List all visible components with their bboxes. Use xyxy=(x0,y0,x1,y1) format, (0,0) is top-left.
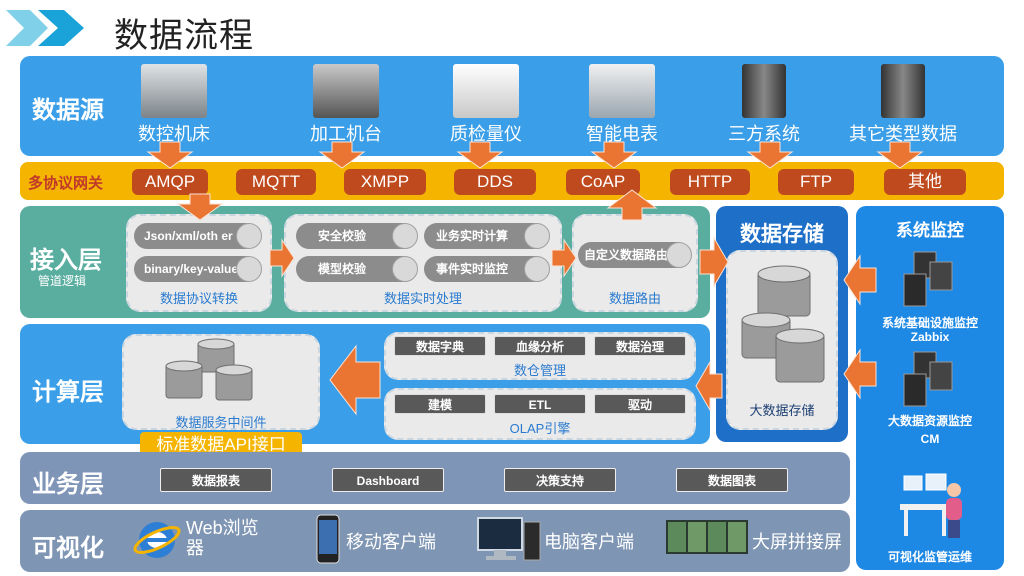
monitor-infra-tool: Zabbix xyxy=(910,330,950,344)
olap-caption: OLAP引擎 xyxy=(509,421,571,436)
access-layer-label: 接入层 xyxy=(30,247,102,274)
warehouse-governance: 数据治理 xyxy=(594,336,686,356)
protocol-xmpp: XMPP xyxy=(344,169,426,195)
source-layer-label: 数据源 xyxy=(32,97,104,124)
monitor-ops-label: 可视化监管运维 xyxy=(887,550,972,564)
source-other-label: 其它类型数据 xyxy=(849,124,957,144)
source-third-party: 三方系统 xyxy=(718,64,810,146)
server-rack-icon xyxy=(881,64,925,118)
machining-station-icon xyxy=(313,64,379,118)
business-chart: 数据图表 xyxy=(676,468,788,492)
protocol-amqp: AMQP xyxy=(132,169,208,195)
olap-driver: 驱动 xyxy=(594,394,686,414)
monitor-title: 系统监控 xyxy=(896,221,964,240)
convert-item-binary: binary/key-value xyxy=(134,256,262,282)
realtime-event-label: 事件实时监控 xyxy=(436,262,509,276)
title-chevron-icon xyxy=(6,10,84,46)
protocol-coap: CoAP xyxy=(566,169,640,195)
page-title: 数据流程 xyxy=(114,17,254,55)
source-third-party-label: 三方系统 xyxy=(728,124,800,144)
warehouse-caption: 数仓管理 xyxy=(513,363,566,378)
source-meter-label: 智能电表 xyxy=(586,124,658,144)
monitor-bigdata-label: 大数据资源监控 xyxy=(887,414,972,428)
monitor-bigdata-tool: CM xyxy=(920,432,940,446)
server-rack-icon xyxy=(742,64,786,118)
source-machining-label: 加工机台 xyxy=(310,124,382,144)
desktop-computer-icon xyxy=(477,517,541,561)
realtime-model-label: 模型校验 xyxy=(318,262,367,276)
visual-web-label: Web浏览器 xyxy=(186,518,259,558)
warehouse-lineage: 血缘分析 xyxy=(494,336,586,356)
access-layer-sublabel: 管道逻辑 xyxy=(38,274,87,288)
realtime-security-label: 安全校验 xyxy=(318,229,367,243)
realtime-caption: 数据实时处理 xyxy=(383,291,462,306)
database-icon xyxy=(165,338,253,401)
visual-screen-label: 大屏拼接屏 xyxy=(752,532,842,552)
visual-pc-label: 电脑客户端 xyxy=(544,532,634,552)
operator-desk-icon xyxy=(900,473,962,538)
business-dashboard: Dashboard xyxy=(332,468,444,492)
convert-caption: 数据协议转换 xyxy=(159,291,238,306)
source-cnc: 数控机床 xyxy=(128,64,220,146)
realtime-model: 模型校验 xyxy=(296,256,418,282)
balance-scale-icon xyxy=(453,64,519,118)
protocol-ftp: FTP xyxy=(778,169,854,195)
server-icon xyxy=(903,251,953,307)
source-other: 其它类型数据 xyxy=(840,64,966,146)
web-browser-icon xyxy=(133,522,181,558)
source-cnc-label: 数控机床 xyxy=(138,124,210,144)
realtime-security: 安全校验 xyxy=(296,223,418,249)
business-report: 数据报表 xyxy=(160,468,272,492)
convert-item-json-label: Json/xml/oth er xyxy=(144,229,233,243)
convert-item-json: Json/xml/oth er xyxy=(134,223,262,249)
visual-mobile-label: 移动客户端 xyxy=(346,532,436,552)
storage-caption: 大数据存储 xyxy=(749,403,815,418)
smart-meter-icon xyxy=(589,64,655,118)
source-gauge: 质检量仪 xyxy=(440,64,532,146)
source-gauge-label: 质检量仪 xyxy=(450,124,522,144)
compute-layer-label: 计算层 xyxy=(32,379,104,406)
monitor-infra-label: 系统基础设施监控 xyxy=(881,316,978,330)
source-meter: 智能电表 xyxy=(576,64,668,146)
server-icon xyxy=(903,351,953,407)
realtime-event: 事件实时监控 xyxy=(424,256,550,282)
warehouse-dictionary: 数据字典 xyxy=(394,336,486,356)
storage-title: 数据存储 xyxy=(740,223,824,246)
cnc-machine-icon xyxy=(141,64,207,118)
database-icon xyxy=(741,265,825,383)
video-wall-icon xyxy=(666,520,748,554)
realtime-compute-label: 业务实时计算 xyxy=(436,229,509,243)
routing-item: 自定义数据路由 xyxy=(578,242,692,268)
middleware-caption: 数据服务中间件 xyxy=(175,415,267,430)
protocol-http: HTTP xyxy=(670,169,750,195)
olap-modeling: 建模 xyxy=(394,394,486,414)
gateway-label: 多协议网关 xyxy=(28,175,104,192)
protocol-other: 其他 xyxy=(884,169,966,195)
business-decision: 决策支持 xyxy=(504,468,616,492)
routing-caption: 数据路由 xyxy=(608,291,661,306)
visual-layer-label: 可视化 xyxy=(32,535,104,562)
convert-item-binary-label: binary/key-value xyxy=(144,262,239,276)
routing-item-label: 自定义数据路由 xyxy=(584,248,669,262)
mobile-phone-icon xyxy=(316,514,340,564)
protocol-mqtt: MQTT xyxy=(236,169,316,195)
business-layer-label: 业务层 xyxy=(32,471,104,498)
source-machining: 加工机台 xyxy=(300,64,392,146)
olap-etl: ETL xyxy=(494,394,586,414)
protocol-dds: DDS xyxy=(454,169,536,195)
realtime-compute: 业务实时计算 xyxy=(424,223,550,249)
